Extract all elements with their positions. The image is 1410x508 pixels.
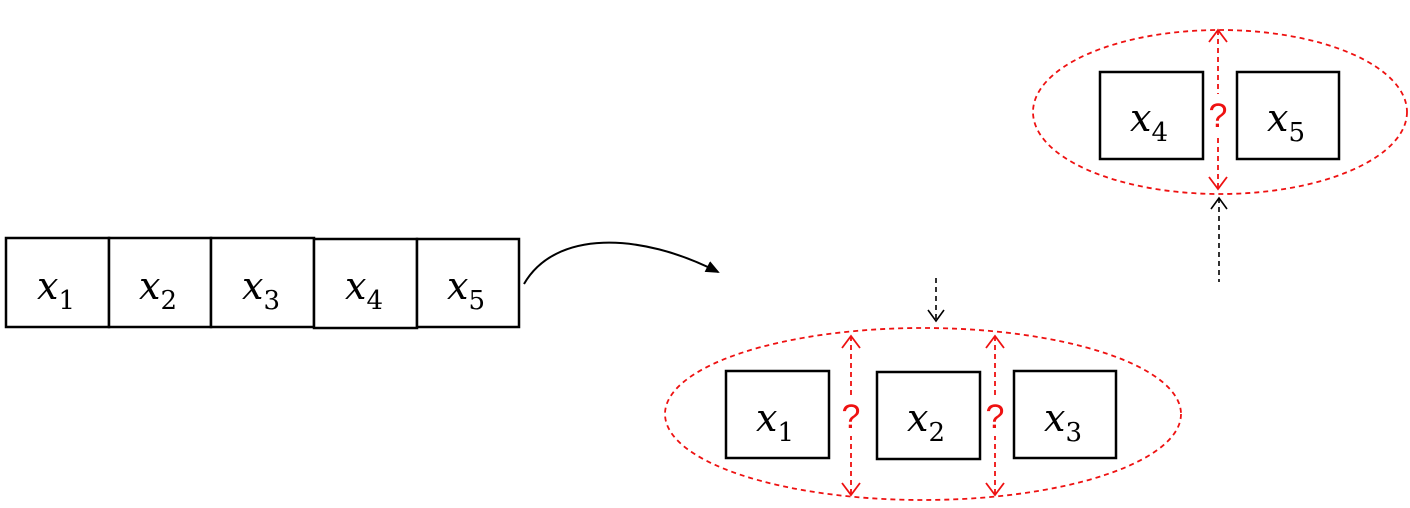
- group-a-input-arrow: [927, 278, 945, 323]
- group-a-sub-3: 3: [1065, 418, 1082, 448]
- sequence-box-3: x3: [209, 236, 316, 329]
- sequence-sub-3: 3: [263, 286, 280, 316]
- svg-text:x1: x1: [756, 396, 794, 448]
- group-a-ellipse: [664, 327, 1182, 501]
- svg-text:x2: x2: [139, 264, 177, 316]
- group-b-input-arrow: [1210, 196, 1228, 282]
- group-b-gap-arrow-1: ?: [1205, 28, 1231, 191]
- group-a-box-3: x3: [1012, 369, 1118, 460]
- sequence-box-4: x4: [312, 237, 419, 330]
- sequence-var-1: x: [37, 264, 58, 308]
- group-a-var-3: x: [1044, 396, 1065, 440]
- group-b-gap-mark-1: ?: [1209, 97, 1228, 135]
- group-a-gap-arrow-1: ?: [838, 334, 864, 497]
- svg-text:x3: x3: [1044, 396, 1082, 448]
- group-a: x1 x2 x3 ? ?: [664, 278, 1182, 501]
- group-a-var-2: x: [907, 396, 928, 440]
- split-arrow: [523, 241, 720, 285]
- sequence-var-3: x: [242, 264, 263, 308]
- group-a-gap-mark-2: ?: [986, 398, 1005, 436]
- group-a-var-1: x: [756, 396, 777, 440]
- full-sequence: x1 x2 x3 x4 x5: [4, 236, 521, 330]
- group-a-box-2: x2: [875, 370, 982, 461]
- group-a-gap-arrow-2: ?: [982, 334, 1008, 497]
- group-a-gap-mark-1: ?: [842, 398, 861, 436]
- group-b-sub-1: 4: [1151, 118, 1168, 148]
- svg-text:x5: x5: [1267, 96, 1305, 148]
- group-a-box-1: x1: [724, 369, 831, 460]
- sequence-var-5: x: [447, 264, 468, 308]
- group-b-var-2: x: [1267, 96, 1288, 140]
- group-b: x4 x5 ?: [1032, 28, 1408, 282]
- group-b-ellipse: [1032, 29, 1408, 195]
- group-b-sub-2: 5: [1288, 118, 1305, 148]
- sequence-box-5: x5: [415, 237, 521, 329]
- sequence-sub-5: 5: [468, 286, 485, 316]
- svg-text:x3: x3: [242, 264, 280, 316]
- group-a-sub-1: 1: [777, 418, 794, 448]
- svg-text:x2: x2: [907, 396, 945, 448]
- svg-text:x4: x4: [1130, 96, 1168, 148]
- svg-text:x5: x5: [447, 264, 485, 316]
- sequence-box-1: x1: [4, 236, 111, 329]
- sequence-sub-4: 4: [366, 286, 383, 316]
- svg-text:x4: x4: [345, 264, 383, 316]
- sequence-var-4: x: [345, 264, 366, 308]
- sequence-sub-2: 2: [160, 286, 177, 316]
- group-b-box-2: x5: [1235, 70, 1341, 161]
- sequence-sub-1: 1: [58, 286, 75, 316]
- group-a-sub-2: 2: [928, 418, 945, 448]
- group-b-box-1: x4: [1098, 70, 1205, 161]
- sequence-var-2: x: [139, 264, 160, 308]
- sequence-box-2: x2: [107, 236, 213, 329]
- group-b-var-1: x: [1130, 96, 1151, 140]
- svg-text:x1: x1: [37, 264, 75, 316]
